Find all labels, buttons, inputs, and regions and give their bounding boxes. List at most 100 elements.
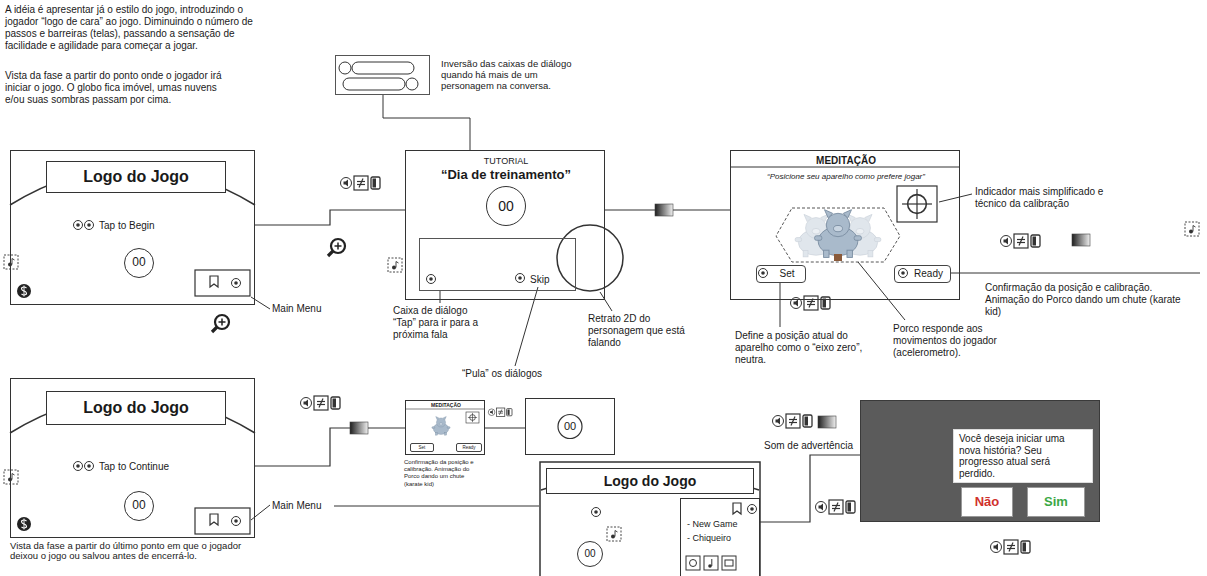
pig-head [826,213,849,236]
character-circle-text: 00 [132,256,145,270]
no-button-text: Não [975,495,1000,510]
toggle-box [354,176,368,190]
zoom-handle [212,327,217,332]
tap-dot [87,464,91,468]
callout-text: Confirmação da posição e calibração. Ani… [985,282,1190,318]
coin-mark [24,519,25,530]
dialog-box-text: Skip [530,274,549,286]
callout-text: “Pula” os diálogos [462,368,572,380]
tap-dot [594,510,598,514]
flow-connector [485,427,525,428]
phone-half [1033,237,1037,246]
callout-text: Indicador mais simplificado e técnico da… [975,186,1115,210]
dialog-example-box-text: Inversão das caixas de diálogo quando há… [441,59,586,92]
note-flag [1193,226,1196,228]
zoom-lens [331,239,345,253]
character-circle-text: 00 [132,499,145,513]
tap-dot [87,223,91,227]
not-equal-slash [791,417,795,426]
callout-text: Retrato 2D do personagem que está faland… [588,313,688,349]
tap-ring [427,275,436,284]
toggle-box [1014,234,1028,248]
note-stem [12,259,13,265]
pig-arm [447,427,450,429]
phone-icon [507,409,512,416]
music-icon [4,255,18,269]
confirm-dialog-text: Você deseja iniciar uma nova história? S… [953,429,1093,483]
screen-glyph [725,560,733,566]
toggle-box [829,500,843,514]
pig-arm [815,236,822,241]
speaker-ring [773,416,784,427]
callout-text: Porco responde aos movimentos do jogador… [893,323,1023,359]
not-equal-slash [319,399,323,408]
screen-frame-text: Tap to Begin [99,220,155,232]
callout-text: Define a posição atual do aparelho como … [735,330,875,366]
speaker-ring [341,178,352,189]
pig-leg [435,432,437,435]
screen-button [722,556,736,570]
indicator-frame [466,412,479,423]
music-icon [1185,222,1199,236]
logo-band-text: Logo do Jogo [604,473,697,489]
note-flag [12,259,15,261]
zoom-plus [337,243,339,250]
bubble-bar [352,62,414,74]
leader-line [515,287,538,366]
pig-leg [824,250,829,256]
no-button: Não [961,487,1013,517]
zoom-lens [215,315,229,329]
phone-half [848,503,852,512]
tap-dot [76,223,80,227]
phone-icon [846,501,855,513]
yes-button-text: Sim [1044,495,1068,510]
logo-band: Logo do Jogo [46,391,226,425]
speaker-shape [344,180,349,187]
music-frame [4,255,18,269]
note-head [1189,230,1193,234]
not-equal-slash [499,410,501,415]
callout-text: Main Menu [272,303,321,315]
pig-figure [815,210,862,258]
ready-button-text: Ready [914,268,943,280]
tap-dot [234,281,238,285]
tap-ring [748,505,757,514]
leader-line [780,283,781,327]
music-icon [4,470,18,484]
pig-leg [847,250,852,256]
flow-connector [760,455,860,522]
sound-toggle-icon [991,540,1031,554]
pig-snout [856,228,864,234]
header-rule [406,409,484,410]
phone-icon [821,297,830,309]
phone-icon [1021,541,1030,553]
flow-connector [255,210,405,225]
tap-icon [74,221,83,230]
pig-snout [812,228,820,234]
tap-ring [759,269,768,278]
toggle-box [786,414,800,428]
pig-arm [874,238,880,242]
coin-disc [17,517,31,531]
toggle-box [1004,540,1018,554]
leader-line [251,505,270,520]
pig-head [436,418,445,427]
tap-icon [592,508,601,517]
coin-disc [17,284,31,298]
character-circle [558,415,582,439]
sound-toggle-icon [341,176,381,190]
tap-ring [232,517,241,526]
leader-line [334,506,539,507]
calibration-indicator [897,186,937,222]
dialog-box: Skip [419,238,576,291]
zoom-handle [328,251,333,256]
design-note: Vista da fase a partir do ponto onde o j… [5,70,237,106]
tap-icon [74,462,83,471]
tap-dot [750,507,754,511]
tap-icon [899,269,908,278]
tap-ring [516,274,525,283]
phone-half [373,179,377,188]
logo-band: Logo do Jogo [546,468,754,494]
speaker-shape [776,418,781,425]
